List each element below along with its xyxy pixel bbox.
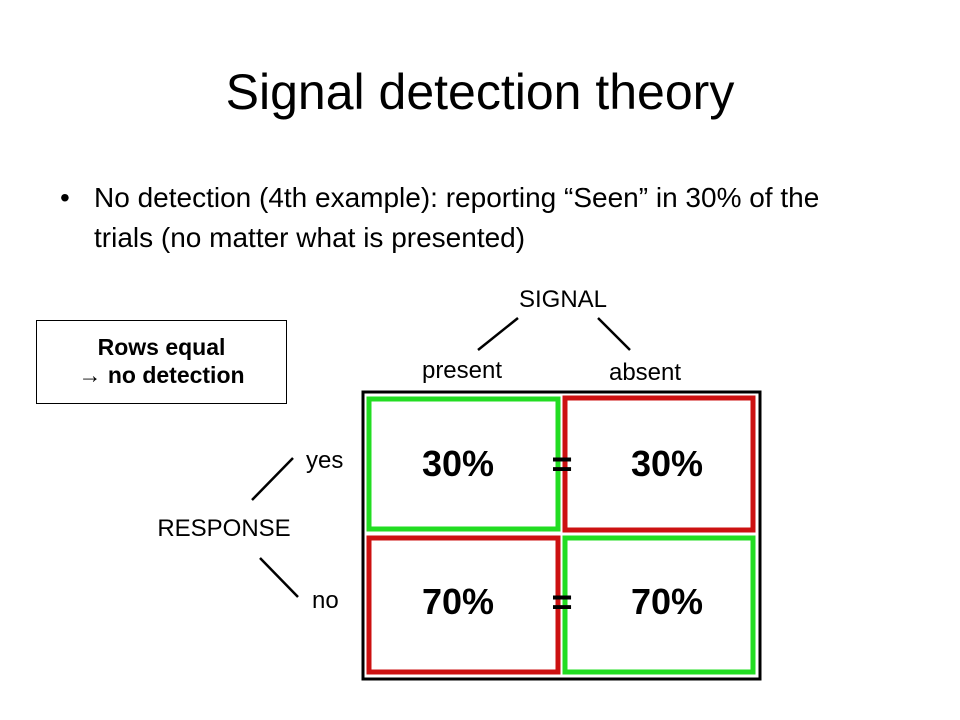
callout-line2: no detection — [107, 362, 245, 388]
arrow-right-icon: → — [78, 362, 102, 388]
cell-hit — [366, 396, 561, 532]
hit-rate-value: 30% — [422, 443, 494, 484]
response-label: RESPONSE — [157, 515, 290, 542]
callout-box: Rows equal → no detection — [36, 320, 287, 404]
bullet-point: • No detection (4th example): reporting … — [60, 178, 880, 258]
response-branch-down — [259, 557, 299, 598]
matrix-frame — [361, 390, 762, 681]
bullet-marker: • — [60, 182, 70, 213]
no-row-equals: = — [551, 581, 572, 622]
cell-correct-rejection — [562, 535, 756, 675]
yes-row-equals: = — [551, 443, 572, 484]
miss-rate-value: 70% — [422, 581, 494, 622]
callout-line2-wrap: → no detection — [37, 361, 286, 389]
absent-label: absent — [609, 359, 681, 386]
false-alarm-rate-value: 30% — [631, 443, 703, 484]
present-label: present — [422, 357, 502, 384]
yes-label: yes — [306, 447, 343, 474]
bullet-text: No detection (4th example): reporting “S… — [94, 182, 820, 253]
signal-branch-right — [597, 317, 631, 351]
cell-miss — [366, 535, 561, 675]
no-label: no — [312, 587, 339, 614]
signal-branch-left — [477, 317, 519, 351]
response-branch-up — [251, 457, 294, 501]
slide-title: Signal detection theory — [225, 64, 735, 120]
signal-label: SIGNAL — [519, 286, 607, 313]
correct-rejection-rate-value: 70% — [631, 581, 703, 622]
callout-line1: Rows equal — [97, 334, 226, 360]
cell-false-alarm — [562, 395, 756, 533]
